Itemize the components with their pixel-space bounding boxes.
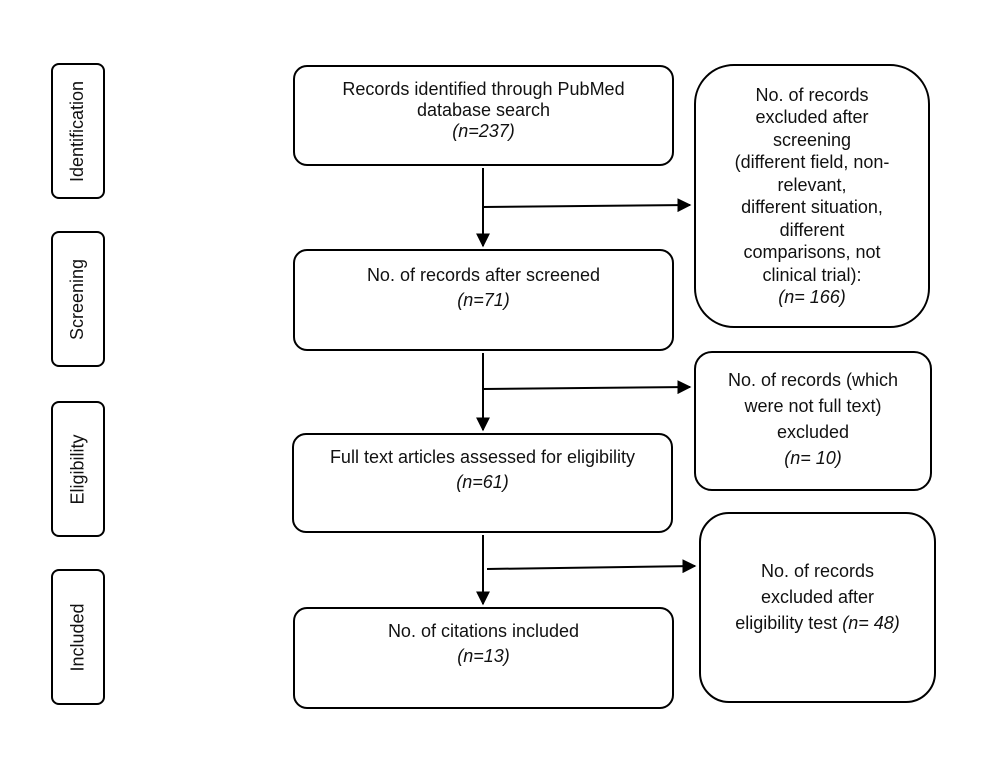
- excl-full-text-line-2: were not full text): [744, 396, 882, 416]
- records-identified-box: Records identified through PubMed databa…: [293, 65, 674, 166]
- stage-eligibility: Eligibility: [51, 401, 105, 537]
- full-text-assessed-box: Full text articles assessed for eligibil…: [292, 433, 673, 533]
- excl-screening-count: (n= 166): [778, 287, 846, 307]
- records-identified-line2: database search: [416, 100, 551, 120]
- excl-screening-line-9: clinical trial):: [762, 264, 862, 285]
- citations-included-count: (n=13): [457, 646, 510, 666]
- full-text-assessed-line1: Full text articles assessed for eligibil…: [329, 447, 636, 467]
- excl-eligibility-line-1: No. of records: [760, 561, 875, 581]
- stage-screening: Screening: [51, 231, 105, 367]
- full-text-assessed-count: (n=61): [456, 472, 509, 492]
- excl-eligibility-line-2: excluded after: [760, 587, 875, 607]
- excluded-after-screening-box: No. of records excluded after screening …: [694, 64, 930, 328]
- excl-screening-line-2: excluded after: [755, 107, 869, 127]
- records-identified-count: (n=237): [452, 121, 515, 141]
- excluded-after-eligibility-box: No. of records excluded after eligibilit…: [699, 512, 936, 703]
- citations-included-box: No. of citations included (n=13): [293, 607, 674, 709]
- excl-eligibility-line-3-text: eligibility test: [735, 613, 843, 633]
- excl-eligibility-line-3: eligibility test (n= 48): [735, 610, 900, 636]
- records-screened-line1: No. of records after screened: [366, 265, 601, 285]
- records-screened-box: No. of records after screened (n=71): [293, 249, 674, 351]
- stage-included: Included: [51, 569, 105, 705]
- excl-eligibility-count: (n= 48): [842, 613, 900, 633]
- arrow-to-excluded-not-full-text: [482, 380, 692, 395]
- excl-screening-line-8: comparisons, not: [743, 242, 881, 262]
- arrow-to-excluded-after-screening: [482, 198, 692, 213]
- records-screened-count: (n=71): [457, 290, 510, 310]
- excl-full-text-line-3: excluded: [776, 422, 850, 442]
- excl-screening-line-5: relevant,: [777, 174, 847, 195]
- citations-included-line1: No. of citations included: [387, 621, 580, 641]
- excl-screening-line-4: (different field, non-: [734, 152, 890, 172]
- excluded-not-full-text-box: No. of records (which were not full text…: [694, 351, 932, 491]
- records-identified-line1: Records identified through PubMed: [342, 79, 625, 99]
- excl-screening-line-3: screening: [772, 129, 852, 150]
- arrow-to-excluded-after-eligibility: [486, 559, 697, 574]
- excl-screening-line-1: No. of records: [755, 84, 869, 105]
- excl-full-text-line-1: No. of records (which: [727, 370, 899, 390]
- stage-identification: Identification: [51, 63, 105, 199]
- excl-full-text-count: (n= 10): [784, 448, 842, 468]
- excl-screening-line-6: different situation,: [741, 197, 883, 217]
- excl-screening-line-7: different: [779, 219, 845, 240]
